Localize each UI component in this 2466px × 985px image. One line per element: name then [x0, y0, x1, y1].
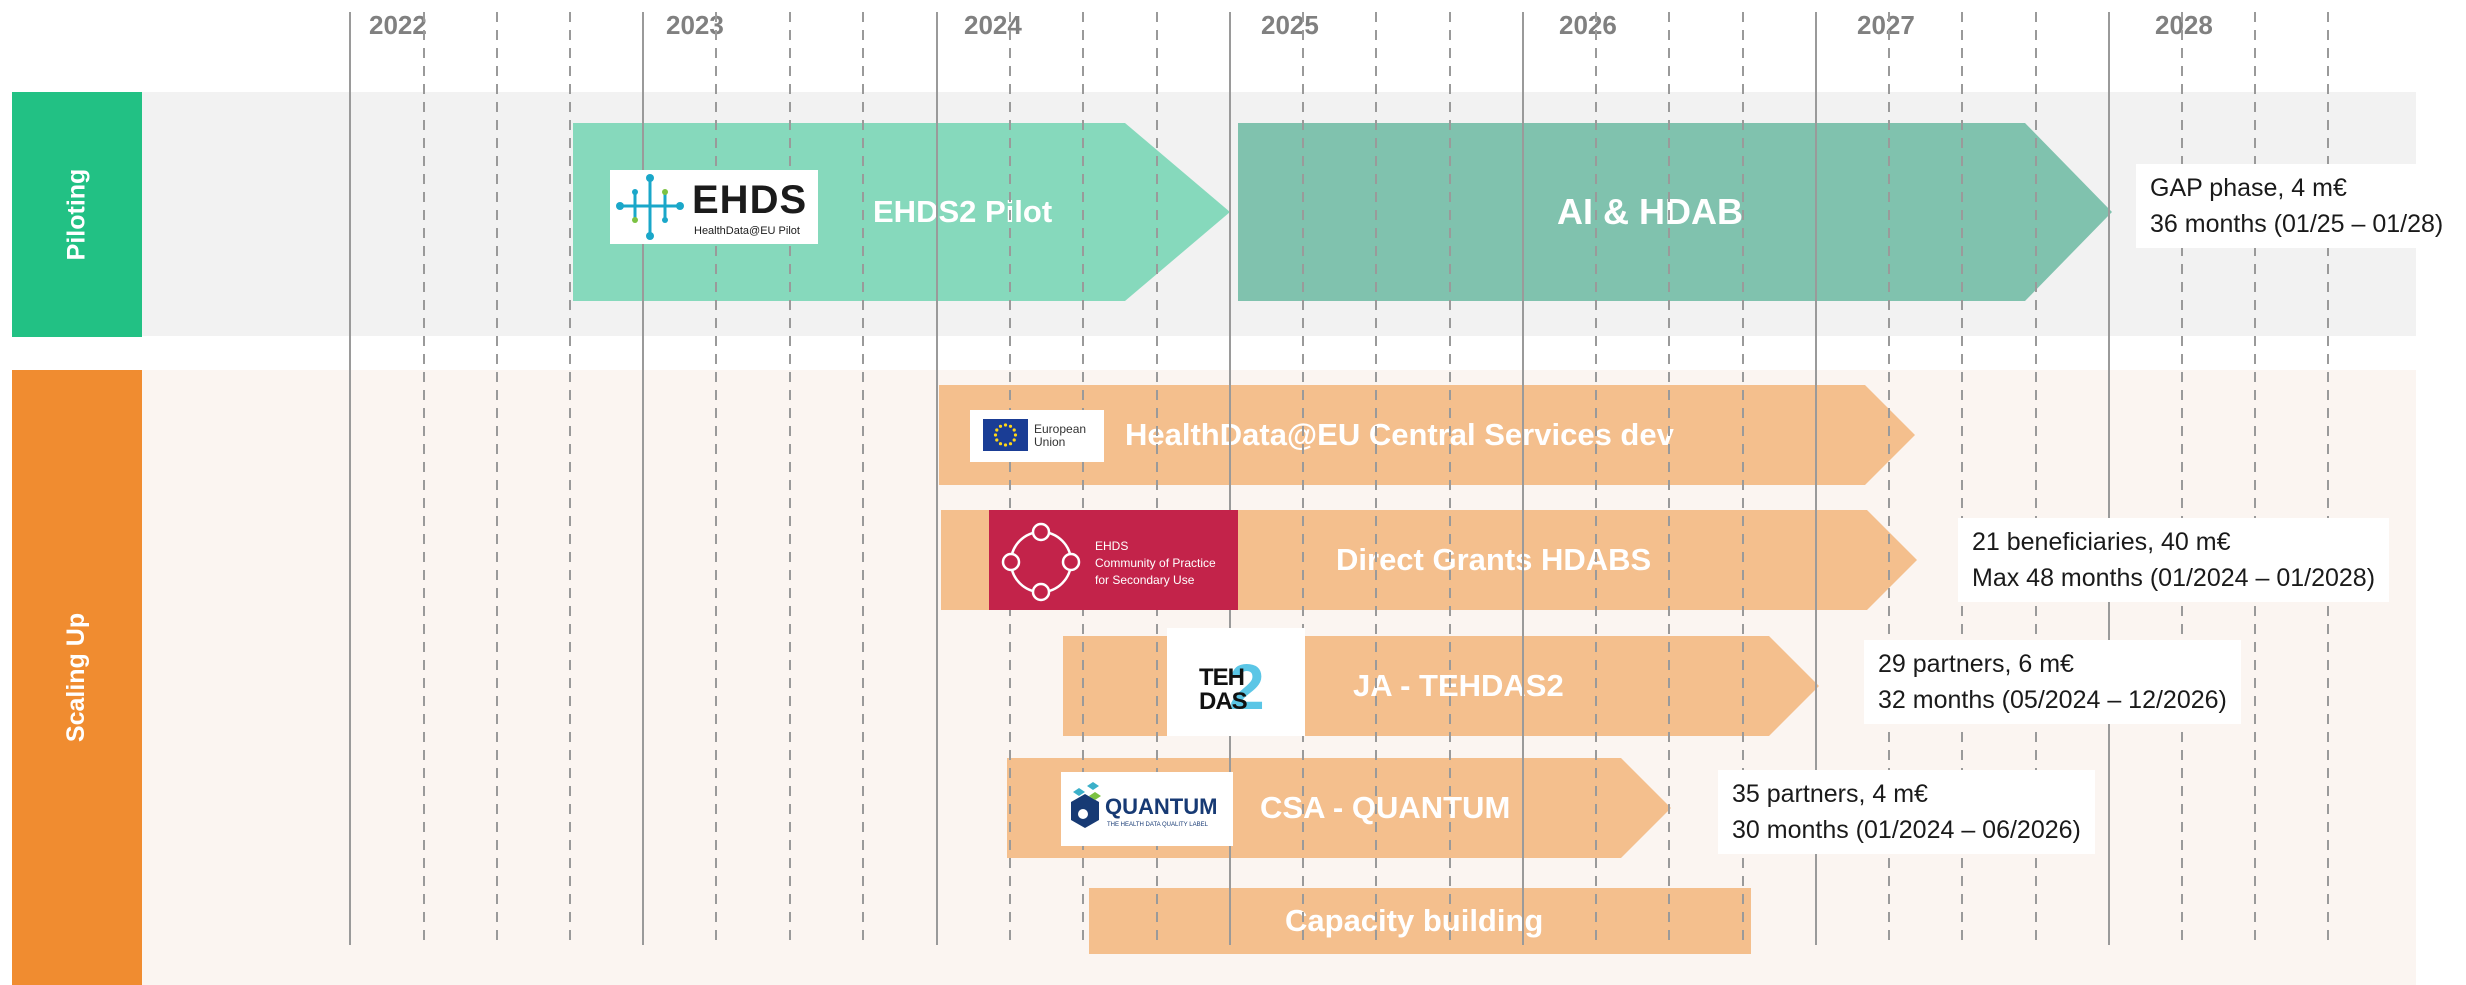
ai-hdab-arrow: AI & HDAB	[1238, 123, 2112, 301]
tehdas2-logo: 2 TEH DAS	[1167, 628, 1305, 736]
lane-label-piloting-text: Piloting	[62, 168, 91, 261]
quantum-label: CSA - QUANTUM	[1260, 790, 1511, 825]
community-circle-icon	[1001, 522, 1081, 602]
lane-label-scaling-text: Scaling Up	[62, 612, 91, 743]
ehds2-pilot-label: EHDS2 Pilot	[873, 194, 1053, 229]
community-of-practice-logo: EHDS Community of Practice for Secondary…	[989, 510, 1238, 610]
eu-flag-icon	[983, 419, 1028, 451]
gap-phase-info: GAP phase, 4 m€ 36 months (01/25 – 01/28…	[2136, 164, 2458, 248]
ehds-network-icon	[616, 174, 684, 240]
tehdas2-label: JA - TEHDAS2	[1353, 668, 1564, 703]
info-line: Max 48 months (01/2024 – 01/2028)	[1972, 564, 2376, 592]
tehdas2-logo-line: TEH	[1199, 664, 1245, 691]
eu-logo: European Union	[970, 410, 1104, 462]
tehdas2-info: 29 partners, 6 m€ 32 months (05/2024 – 1…	[1864, 640, 2241, 724]
year-label: 2025	[1261, 10, 1319, 40]
direct-grants-info: 21 beneficiaries, 40 m€ Max 48 months (0…	[1958, 518, 2390, 602]
info-line: 36 months (01/25 – 01/28)	[2150, 210, 2444, 238]
tehdas2-logo-number: 2	[1229, 651, 1265, 723]
cop-logo-line: EHDS	[1095, 539, 1129, 553]
cop-logo-line: for Secondary Use	[1095, 573, 1195, 587]
lane-label-piloting: Piloting	[12, 92, 142, 337]
tehdas2-logo-line: DAS	[1199, 688, 1248, 715]
eu-logo-line: Union	[1034, 435, 1066, 449]
quantum-logo-tagline: THE HEALTH DATA QUALITY LABEL	[1107, 822, 1208, 828]
ehds-logo: EHDS HealthData@EU Pilot	[610, 170, 818, 244]
cop-logo-line: Community of Practice	[1095, 556, 1216, 570]
tehdas2-logo-text: TEH DAS	[1199, 664, 1248, 715]
info-line: 30 months (01/2024 – 06/2026)	[1732, 816, 2081, 844]
info-line: 21 beneficiaries, 40 m€	[1972, 528, 2231, 556]
lane-label-scaling: Scaling Up	[12, 370, 142, 985]
quantum-cube-icon	[1071, 782, 1101, 828]
quantum-logo: QUANTUM THE HEALTH DATA QUALITY LABEL	[1061, 772, 1233, 846]
ehds-logo-subtitle: HealthData@EU Pilot	[694, 225, 800, 237]
cop-logo-text: EHDS Community of Practice for Secondary…	[1095, 538, 1216, 589]
direct-grants-label: Direct Grants HDABS	[1336, 542, 1652, 577]
info-line: 35 partners, 4 m€	[1732, 780, 1928, 808]
info-line: GAP phase, 4 m€	[2150, 174, 2347, 202]
capacity-building-label: Capacity building	[1285, 903, 1544, 938]
eu-logo-line: European	[1034, 422, 1087, 436]
ai-hdab-label: AI & HDAB	[1557, 191, 1743, 232]
year-label: 2026	[1559, 10, 1617, 40]
quantum-logo-title: QUANTUM	[1105, 794, 1218, 819]
ehds-logo-title: EHDS	[692, 178, 808, 222]
year-label: 2028	[2155, 10, 2213, 40]
year-label: 2027	[1857, 10, 1915, 40]
year-label: 2023	[666, 10, 724, 40]
eu-logo-text: European Union	[1034, 423, 1086, 449]
info-line: 32 months (05/2024 – 12/2026)	[1878, 686, 2227, 714]
quantum-info: 35 partners, 4 m€ 30 months (01/2024 – 0…	[1718, 770, 2095, 854]
year-label: 2022	[369, 10, 427, 40]
info-line: 29 partners, 6 m€	[1878, 650, 2074, 678]
central-services-label: HealthData@EU Central Services dev	[1125, 417, 1674, 452]
year-label: 2024	[964, 10, 1022, 40]
capacity-building-bar: Capacity building	[1089, 888, 1751, 954]
